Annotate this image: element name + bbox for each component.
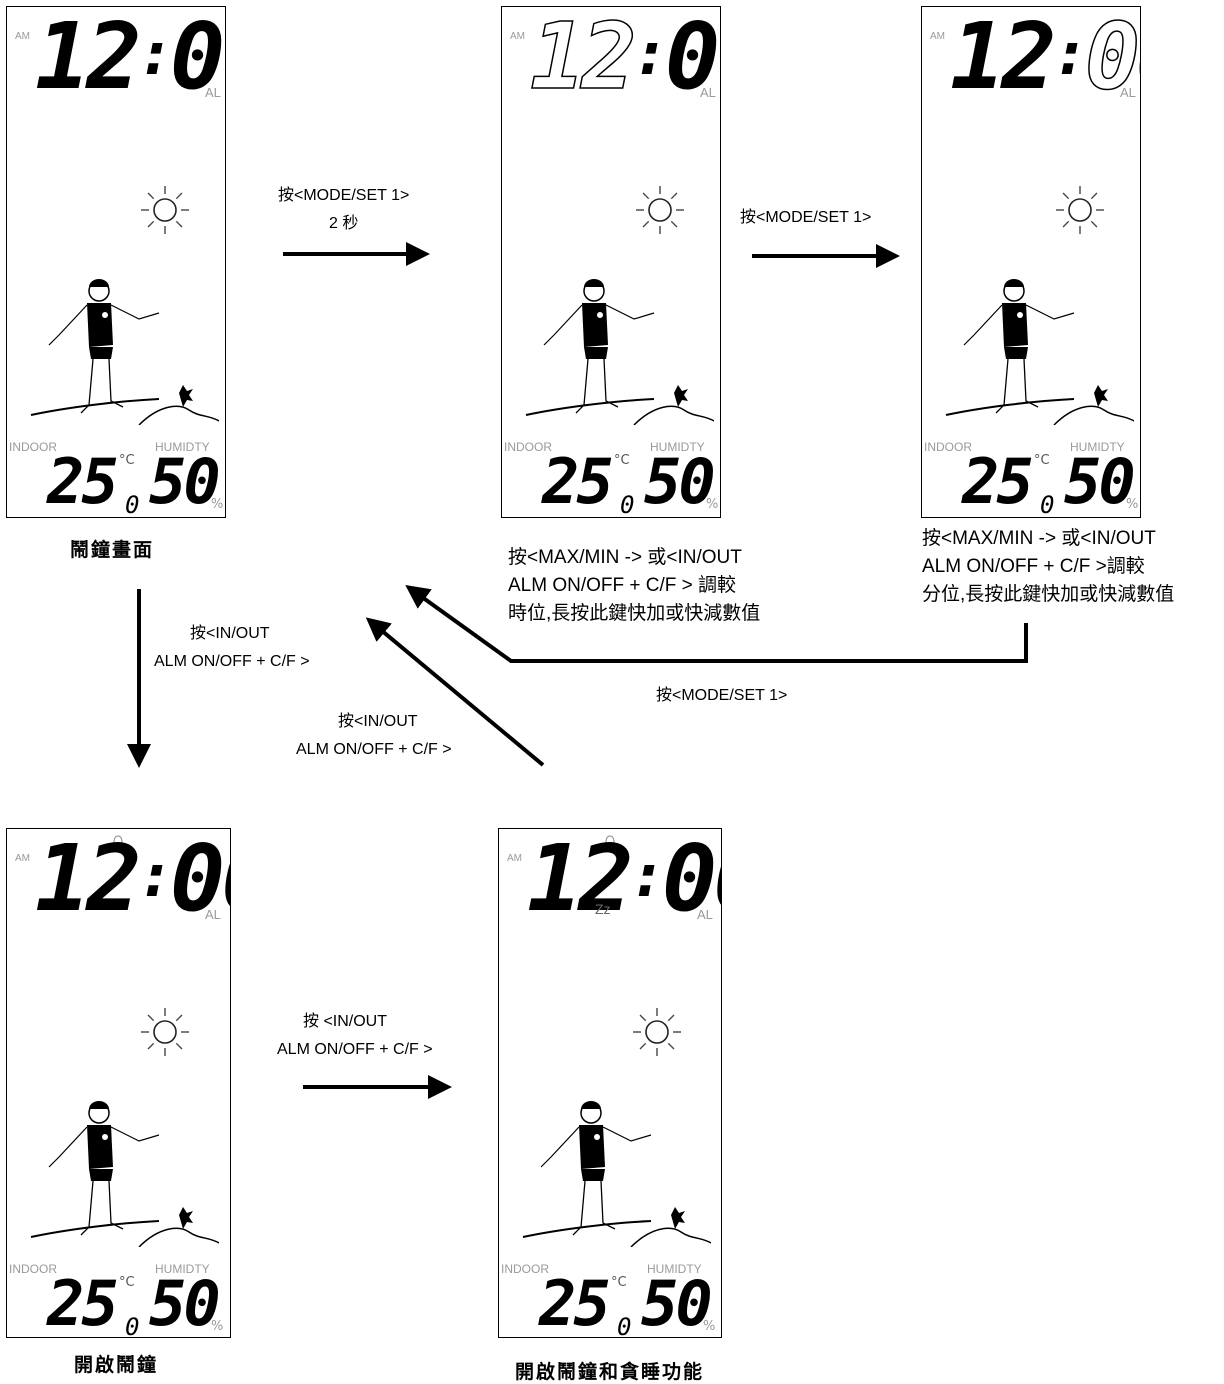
bell-icon [602, 835, 618, 855]
clock-time: 12:00 [529, 6, 720, 118]
person-figure-icon [29, 1097, 220, 1251]
temperature-unit: °C [614, 453, 630, 468]
indoor-label: INDOOR [924, 440, 972, 454]
clock-time: 12:00 [35, 828, 230, 940]
clock-minute: 00 [169, 6, 225, 110]
lcd-panel: AM 12:00AL INDOOR HUMIDTY 25°C 0 50% [6, 6, 226, 518]
alarm-indicator: AL [205, 907, 221, 922]
label-mode-set-b: 按<MODE/SET 1> [656, 687, 788, 704]
temperature-decimal: 0 [620, 491, 635, 518]
sun-icon [137, 1004, 193, 1064]
sun-icon [629, 1004, 685, 1064]
temperature-decimal: 0 [125, 491, 140, 518]
person-figure-icon [29, 275, 220, 429]
temperature-decimal: 0 [125, 1313, 140, 1338]
clock-minute: 00 [169, 828, 230, 932]
label-alarm-toggle-c: 按 <IN/OUT ALM ON/OFF + C/F > [277, 1013, 433, 1058]
sun-icon [632, 182, 688, 242]
clock-minute: 00 [661, 828, 721, 932]
clock-hour: 12 [35, 828, 142, 932]
temperature-unit: °C [611, 1275, 627, 1290]
clock-time: 12:00 [35, 6, 225, 118]
label-alarm-toggle-a: 按<IN/OUT ALM ON/OFF + C/F > [154, 625, 310, 670]
clock-colon: : [629, 841, 666, 911]
humidity-label: HUMIDTY [155, 440, 210, 454]
clock-hour: 12 [529, 6, 637, 110]
label-adjust-hour: 按<MAX/MIN -> 或<IN/OUT ALM ON/OFF + C/F >… [508, 547, 761, 624]
sun-icon [137, 182, 193, 242]
arrow-alarm-toggle-back [365, 617, 545, 767]
alarm-indicator: AL [697, 907, 713, 922]
humidity-value: 50 [641, 1267, 713, 1338]
clock-minute: 00 [1084, 6, 1140, 110]
caption-alarm-snooze-on: 開啟鬧鐘和貪睡功能 [515, 1361, 705, 1383]
am-indicator: AM [507, 853, 522, 864]
humidity-label: HUMIDTY [1070, 440, 1125, 454]
temperature-value: 25 [539, 1267, 611, 1338]
temperature-value: 25 [542, 445, 614, 518]
label-alarm-toggle-b: 按<IN/OUT ALM ON/OFF + C/F > [296, 713, 452, 758]
humidity-label: HUMIDTY [650, 440, 705, 454]
temperature-value: 25 [962, 445, 1034, 518]
label-adjust-minute: 按<MAX/MIN -> 或<IN/OUT ALM ON/OFF + C/F >… [922, 528, 1175, 605]
alarm-indicator: AL [205, 85, 221, 100]
lcd-panel: AM 12:00AL INDOOR HUMIDTY 25°C 0 50% [6, 828, 231, 1338]
sun-icon [1052, 182, 1108, 242]
clock-time: 12:00 [950, 6, 1140, 118]
humidity-label: HUMIDTY [155, 1262, 210, 1276]
label-hold-mode-set: 按<MODE/SET 1> 2 秒 [278, 187, 410, 232]
lcd-panel: AM 12:00AL INDOOR HUMIDTY 25°C 0 50% [501, 6, 721, 518]
bell-icon [110, 835, 126, 855]
indoor-label: INDOOR [9, 440, 57, 454]
percent-sign: % [211, 497, 224, 512]
indoor-label: INDOOR [501, 1262, 549, 1276]
temperature-unit: °C [119, 453, 135, 468]
clock-minute: 00 [664, 6, 720, 110]
person-figure-icon [524, 275, 715, 429]
temperature-value: 25 [47, 445, 119, 518]
percent-sign: % [703, 1319, 716, 1334]
am-indicator: AM [510, 31, 525, 42]
percent-sign: % [1126, 497, 1139, 512]
percent-sign: % [211, 1319, 224, 1334]
person-figure-icon [521, 1097, 712, 1251]
humidity-value: 50 [149, 445, 221, 518]
percent-sign: % [706, 497, 719, 512]
clock-hour: 12 [950, 6, 1057, 110]
clock-colon: : [632, 19, 669, 89]
lcd-panel: AM 12:00AL INDOOR HUMIDTY 25°C 0 50% [921, 6, 1141, 518]
am-indicator: AM [930, 31, 945, 42]
clock-time: 12:00 [527, 828, 721, 940]
temperature-decimal: 0 [617, 1313, 632, 1338]
clock-hour: 12 [527, 828, 634, 932]
indoor-label: INDOOR [9, 1262, 57, 1276]
temperature-decimal: 0 [1040, 491, 1055, 518]
clock-colon: : [137, 841, 174, 911]
am-indicator: AM [15, 853, 30, 864]
alarm-indicator: AL [700, 85, 716, 100]
temperature-unit: °C [1034, 453, 1050, 468]
person-figure-icon [944, 275, 1135, 429]
humidity-value: 50 [1064, 445, 1136, 518]
alarm-indicator: AL [1120, 85, 1136, 100]
temperature-value: 25 [47, 1267, 119, 1338]
arrow-return-mode-set [405, 584, 1028, 663]
indoor-label: INDOOR [504, 440, 552, 454]
temperature-unit: °C [119, 1275, 135, 1290]
clock-hour: 12 [35, 6, 142, 110]
clock-colon: : [137, 19, 174, 89]
humidity-label: HUMIDTY [647, 1262, 702, 1276]
snooze-indicator: Zz [595, 901, 611, 917]
caption-alarm-on: 開啟鬧鐘 [74, 1354, 159, 1376]
caption-alarm-screen: 鬧鐘畫面 [70, 539, 155, 561]
clock-colon: : [1052, 19, 1089, 89]
am-indicator: AM [15, 31, 30, 42]
label-mode-set-a: 按<MODE/SET 1> [740, 209, 872, 226]
humidity-value: 50 [149, 1267, 221, 1338]
humidity-value: 50 [644, 445, 716, 518]
